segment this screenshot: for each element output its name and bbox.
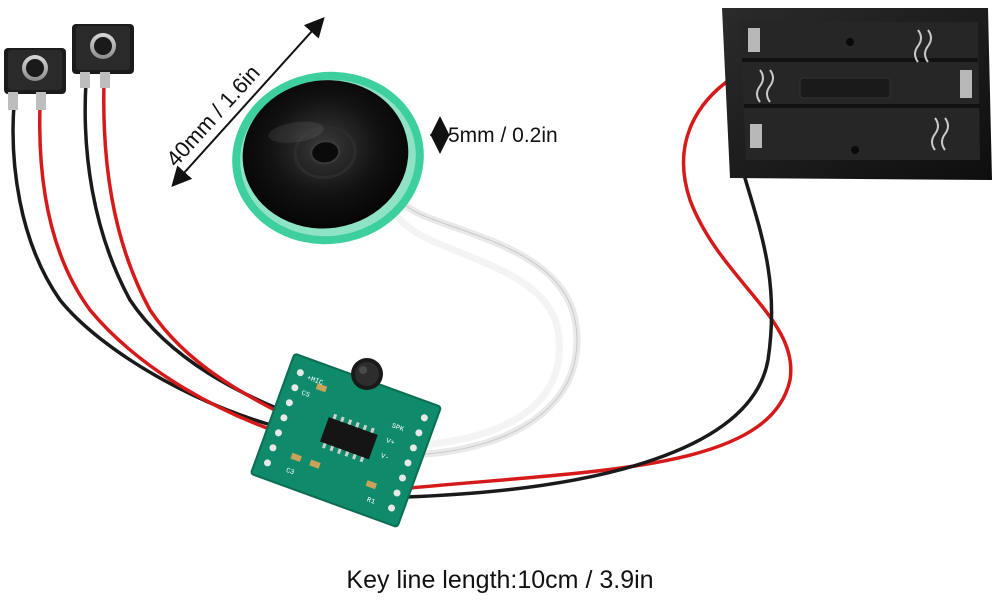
battery-holder xyxy=(722,8,992,180)
speaker-white-wire-b xyxy=(392,210,563,450)
svg-text:V+: V+ xyxy=(385,437,396,447)
button-left-red-wire xyxy=(37,103,304,442)
ic-chip xyxy=(319,417,378,460)
voice-module-board: +MIC CS SPK V+ V- C3 R1 xyxy=(250,353,442,528)
push-button-left xyxy=(4,48,66,110)
button-right-red-wire xyxy=(102,80,312,430)
speaker-thickness-label: 5mm / 0.2in xyxy=(448,124,558,147)
microphone xyxy=(351,358,383,390)
thickness-dimension: 5mm / 0.2in xyxy=(430,116,558,154)
battery-black-wire xyxy=(403,166,774,499)
push-button-right xyxy=(72,24,134,88)
svg-text:V-: V- xyxy=(379,452,390,462)
battery-red-wire xyxy=(408,76,793,490)
svg-text:R1: R1 xyxy=(365,496,376,506)
svg-text:C3: C3 xyxy=(285,467,296,477)
dimension-arrow-icon xyxy=(171,17,325,187)
wire-bundle xyxy=(11,76,793,499)
svg-text:CS: CS xyxy=(300,389,311,399)
key-line-length-caption: Key line length:10cm / 3.9in xyxy=(346,566,654,594)
